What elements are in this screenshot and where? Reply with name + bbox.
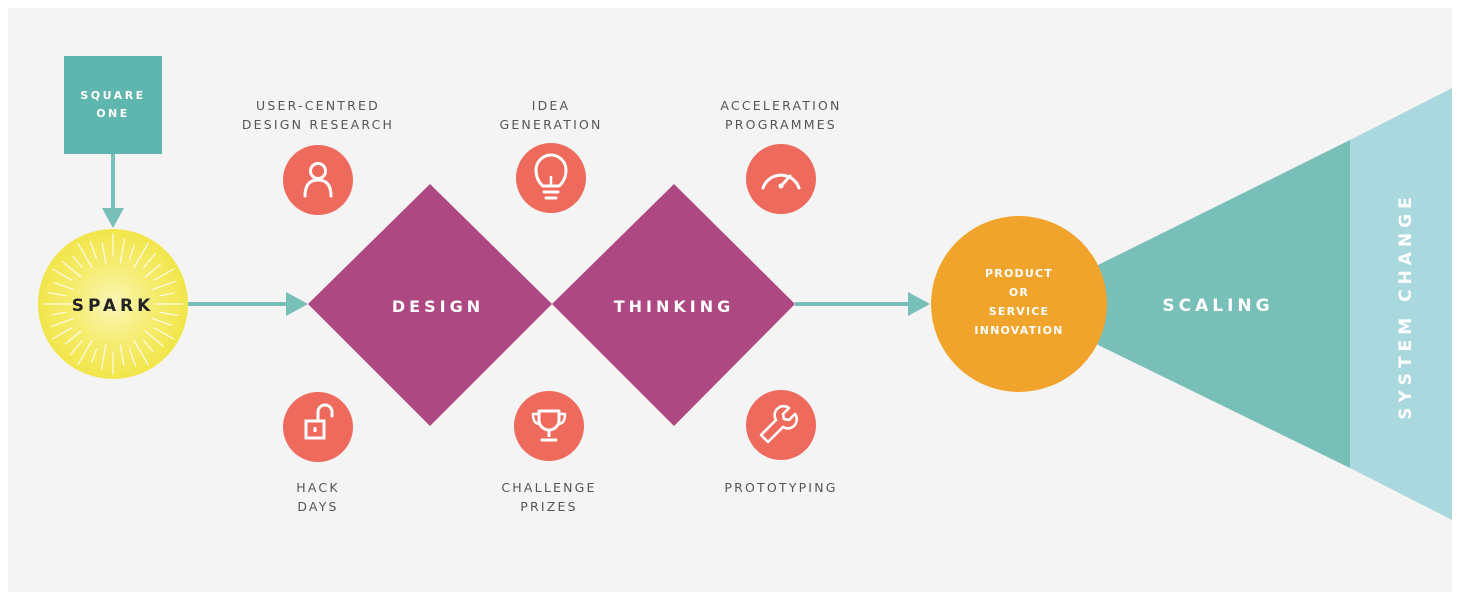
thinking-label: THINKING (613, 297, 735, 316)
spark-ray (128, 348, 137, 367)
spark-ray (119, 238, 126, 264)
method-caption-acceleration-programmes: ACCELERATION PROGRAMMES (720, 98, 842, 132)
square-to-spark-arrowhead (102, 208, 124, 228)
spark-ray (143, 340, 154, 353)
spark-ray (77, 339, 93, 366)
spark-to-design-arrowhead (286, 292, 308, 316)
spark-ray (159, 311, 179, 317)
design-diamond (308, 184, 552, 426)
spark-ray (77, 242, 93, 269)
method-caption-prototyping: PROTOTYPING (724, 480, 838, 495)
spark-ray (64, 330, 82, 345)
spark-circle (38, 229, 188, 379)
spark-ray (51, 268, 73, 281)
unlocked-padlock-icon (283, 392, 353, 462)
spark-ray (47, 291, 67, 297)
spark-ray (61, 261, 82, 278)
spark-ray (144, 263, 162, 278)
system-change-band (1350, 88, 1452, 520)
spark-label: SPARK (71, 296, 155, 316)
thinking-diamond (552, 184, 795, 426)
thinking-to-innovation-arrowhead (908, 292, 930, 316)
system-change-label: SYSTEM CHANGE (1396, 192, 1416, 420)
spark-ray (101, 242, 107, 264)
spark-ray (91, 348, 98, 363)
spark-ray (143, 252, 156, 268)
spark-ray (159, 292, 175, 297)
spark-ray (144, 330, 165, 347)
spark-ray (51, 327, 73, 340)
spark-ray (69, 340, 83, 356)
spark-ray (54, 282, 75, 291)
scaling-funnel (1092, 140, 1350, 468)
trophy-icon (514, 391, 584, 461)
innovation-circle (931, 216, 1107, 392)
diagram-panel: SQUARE ONE SPARK DESIGN THINKING USER-CE… (8, 8, 1452, 592)
spark-ray (72, 255, 83, 268)
spark-ray (151, 280, 176, 291)
method-caption-hack-days: HACK DAYS (296, 480, 340, 514)
innovation-label: PRODUCT OR SERVICE INNOVATION (974, 267, 1064, 337)
spark-ray (133, 339, 149, 366)
spark-ray (89, 241, 98, 260)
spark-ray (128, 245, 135, 260)
lightbulb-icon (516, 143, 586, 213)
spark-ray (51, 311, 67, 316)
design-label: DESIGN (391, 297, 485, 316)
square-one-label: SQUARE ONE (80, 89, 146, 120)
spark-rays (42, 233, 184, 375)
method-caption-user-centred-design-research: USER-CENTRED DESIGN RESEARCH (241, 98, 395, 132)
spark-ray (133, 242, 149, 269)
flow-diagram (38, 88, 1452, 520)
speedometer-icon (746, 144, 816, 214)
spark-ray (100, 344, 107, 370)
spark-ray (154, 268, 175, 281)
spark-ray (151, 317, 172, 326)
spark-ray (154, 327, 175, 340)
method-caption-challenge-prizes: CHALLENGE PRIZES (501, 480, 597, 514)
spark-ray (50, 317, 75, 328)
wrench-icon (746, 390, 816, 460)
person-icon (283, 145, 353, 215)
square-one-box: SQUARE ONE (64, 56, 162, 154)
spark-ray (119, 344, 125, 366)
scaling-label: SCALING (1162, 296, 1274, 316)
method-caption-idea-generation: IDEA GENERATION (499, 98, 603, 132)
